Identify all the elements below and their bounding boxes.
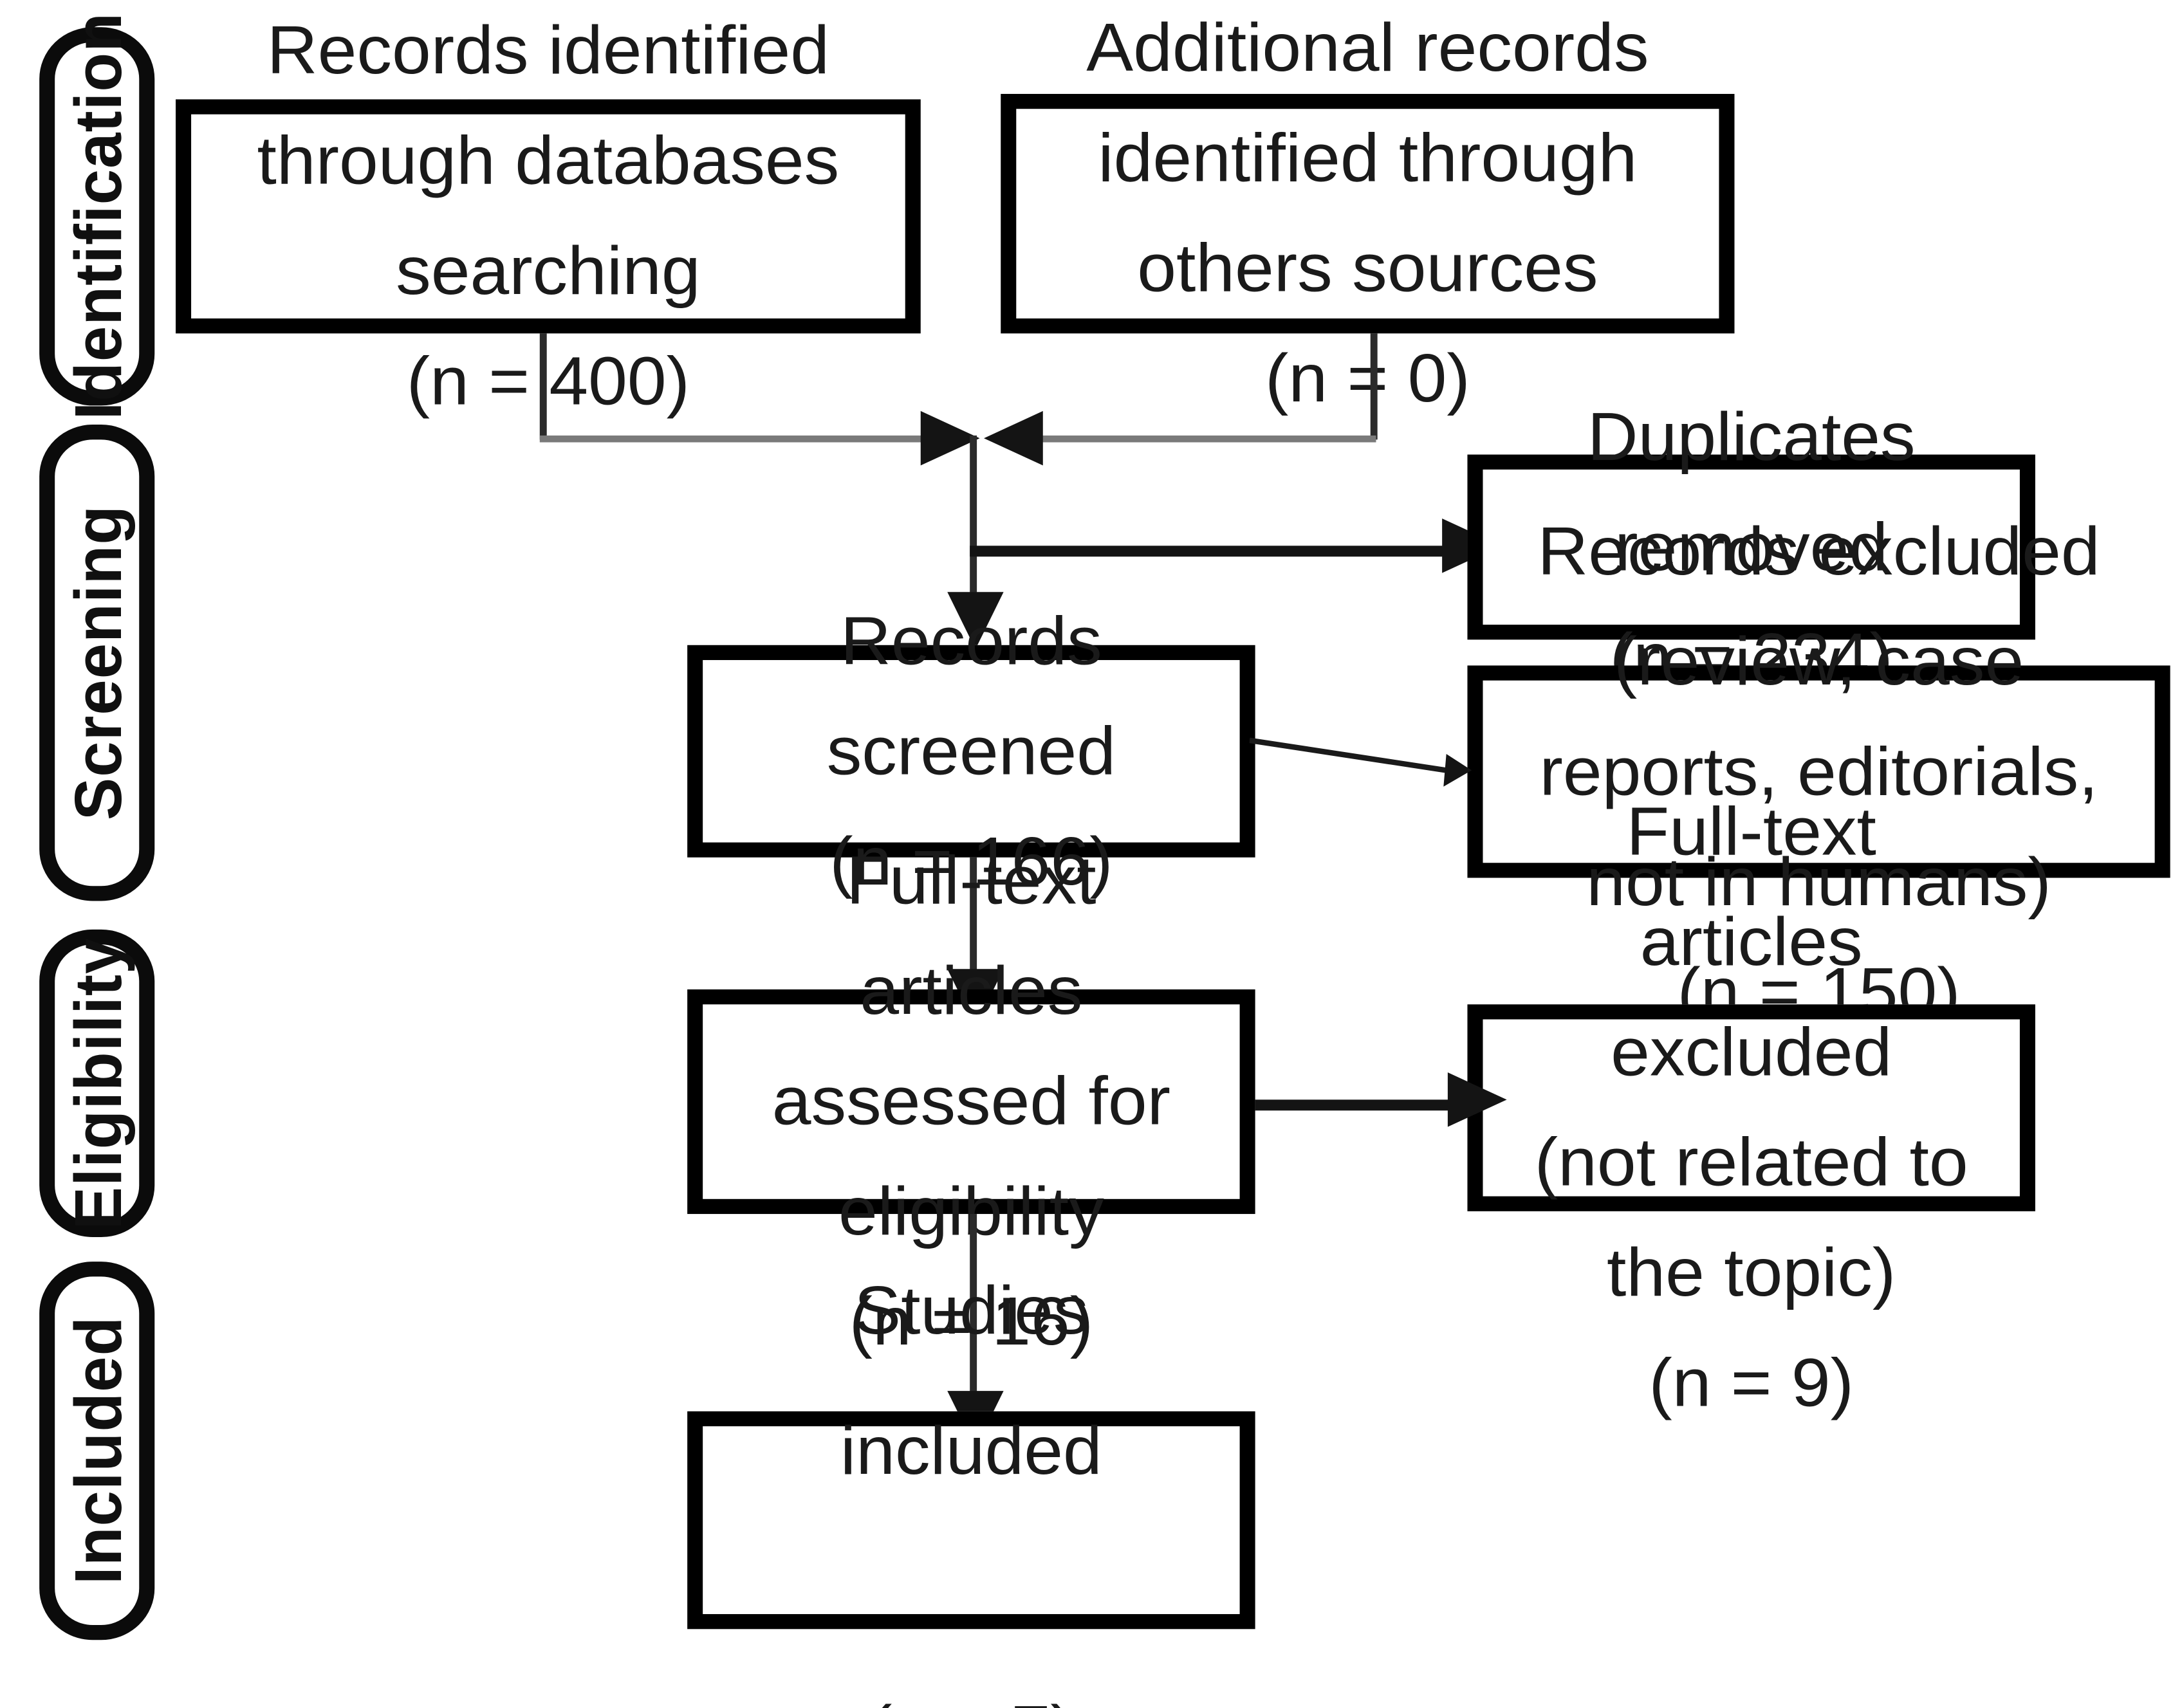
arrowhead-merge-from-left: [920, 410, 980, 466]
connector-assessed-to-fulltext-excluded: [1255, 1099, 1461, 1111]
box-fulltext-excluded: Full-text articles excluded (not related…: [1467, 793, 2035, 1421]
connector-assessed-to-included: [970, 1214, 977, 1411]
stage-label-screening: Screening: [59, 505, 134, 821]
connector-databases-horizontal: [539, 435, 928, 443]
connector-databases-drop: [539, 333, 547, 440]
box-studies-included: Studies included (n = 7): [687, 1272, 1255, 1708]
box-studies-included-text: Studies included (n = 7): [840, 1272, 1102, 1708]
box-records-excluded: Records excluded (review, case reports, …: [1467, 513, 2170, 1029]
box-records-excluded-text: Records excluded (review, case reports, …: [1537, 512, 2100, 1030]
box-fulltext-assessed: Full-text articles assessed for eligibil…: [687, 843, 1255, 1359]
connector-other-sources-drop: [1370, 333, 1378, 440]
stage-pill-included: Included: [39, 1262, 155, 1640]
box-records-screened: Records screened (n = 166): [687, 602, 1255, 899]
box-fulltext-excluded-text: Full-text articles excluded (not related…: [1534, 793, 1968, 1421]
connector-other-sources-horizontal: [999, 435, 1376, 443]
box-records-screened-text: Records screened (n = 166): [826, 602, 1116, 899]
box-records-identified-databases-text: Records identified through databases sea…: [257, 12, 840, 419]
stage-pill-eligibility: Eligibility: [39, 929, 155, 1238]
box-duplicates-removed: Duplicates removed (n = 234): [1467, 398, 2035, 695]
box-additional-records-other-sources: Additional records identified through ot…: [1001, 10, 1735, 416]
connector-screened-to-records-excluded: [1249, 737, 1472, 787]
arrowhead-fulltext-excluded: [1447, 1072, 1507, 1127]
stage-label-identification: Identification: [59, 12, 134, 421]
stage-pill-identification: Identification: [39, 13, 155, 420]
box-records-identified-databases: Records identified through databases sea…: [176, 12, 921, 419]
stage-label-eligibility: Eligibility: [59, 937, 134, 1229]
connector-screened-to-fulltext: [970, 857, 977, 988]
connector-junction-to-screened: [970, 435, 977, 602]
box-additional-records-other-sources-text: Additional records identified through ot…: [1086, 9, 1649, 417]
stage-pill-screening: Screening: [39, 425, 155, 901]
box-duplicates-removed-text: Duplicates removed (n = 234): [1587, 398, 1916, 695]
arrowhead-merge-from-right: [984, 410, 1043, 466]
stage-label-included: Included: [59, 1316, 134, 1585]
arrowhead-records-screened: [947, 592, 1004, 650]
connector-junction-to-duplicates: [970, 546, 1454, 557]
